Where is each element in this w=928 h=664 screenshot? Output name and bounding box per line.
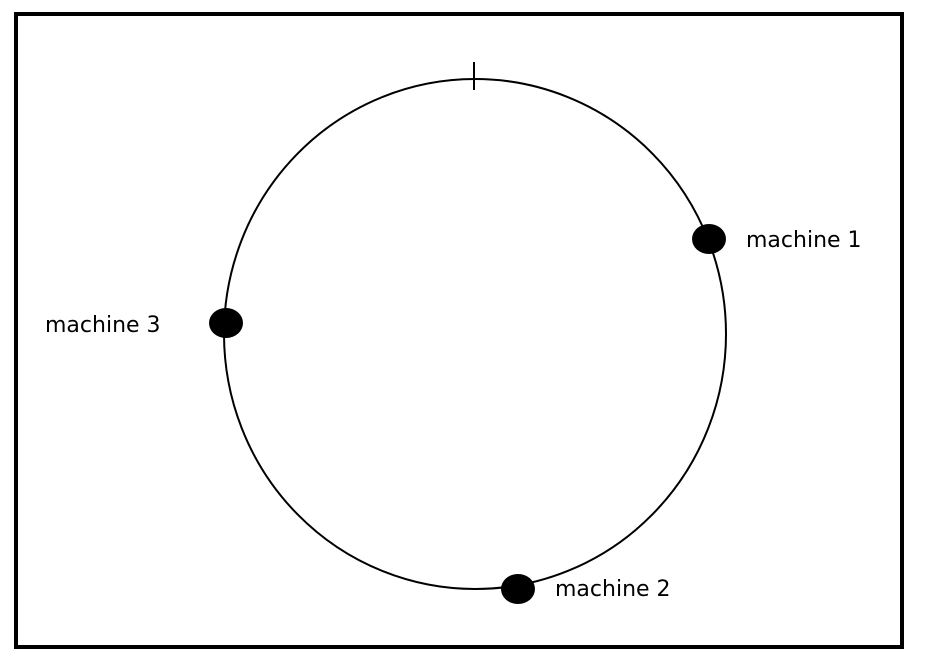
machine-3-label: machine 3 [45,313,161,338]
machine-3-node [209,308,243,338]
machine-2-label: machine 2 [555,577,671,602]
hash-ring [223,78,727,590]
diagram-frame [14,12,904,649]
machine-2-node [501,574,535,604]
machine-1-node [692,224,726,254]
machine-1-label: machine 1 [746,228,862,253]
